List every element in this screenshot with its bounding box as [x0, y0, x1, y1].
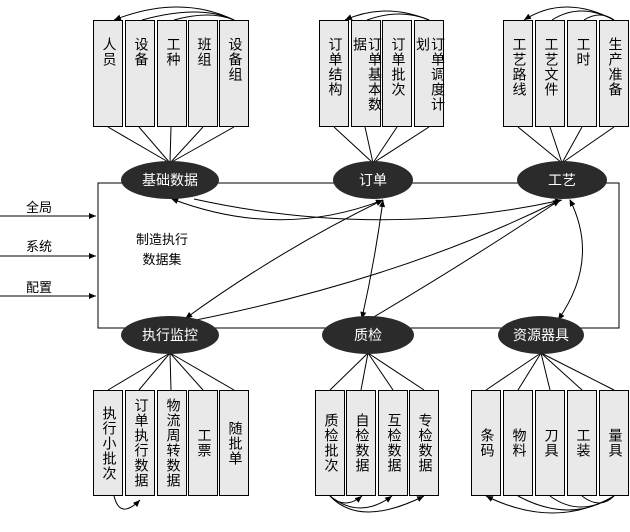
- item-label: 工艺路线: [510, 37, 527, 97]
- dataset-label: 制造执行 数据集: [136, 231, 188, 271]
- hub-resource: 资源器具: [498, 316, 584, 354]
- item-box: 订单结构: [319, 20, 349, 127]
- item-label: 质检批次: [322, 413, 339, 473]
- input-label-global: 全局: [26, 201, 53, 216]
- item-label: 物流周转数据: [164, 398, 181, 488]
- item-label: 订单基本数据: [351, 37, 382, 112]
- item-box: 互检数据: [378, 390, 408, 496]
- item-box: 质检批次: [315, 390, 345, 496]
- item-label: 订单批次: [389, 37, 406, 97]
- item-label: 人员: [100, 37, 117, 67]
- item-box: 设备: [125, 20, 155, 127]
- item-box: 设备组: [219, 20, 249, 127]
- item-label: 刀具: [542, 428, 559, 458]
- item-label: 设备: [132, 37, 149, 67]
- item-label: 生产准备: [606, 37, 623, 97]
- item-label: 工时: [574, 37, 591, 67]
- item-label: 专检数据: [416, 413, 433, 473]
- link-exec-order: [185, 199, 384, 319]
- item-box: 工装: [567, 390, 597, 496]
- hub-order: 订单: [333, 161, 413, 199]
- item-box: 随批单: [219, 390, 249, 496]
- item-box: 专检数据: [409, 390, 439, 496]
- item-box: 生产准备: [599, 20, 629, 127]
- item-box: 自检数据: [346, 390, 376, 496]
- item-box: 订单调度计划: [414, 20, 445, 127]
- item-box: 工种: [157, 20, 187, 127]
- item-label: 班组: [195, 37, 212, 67]
- item-label: 物料: [510, 428, 527, 458]
- item-box: 订单基本数据: [351, 20, 382, 127]
- item-label: 条码: [478, 428, 495, 458]
- link-craft-resource: [557, 199, 583, 321]
- item-label: 执行小批次: [100, 405, 117, 481]
- item-box: 班组: [188, 20, 218, 127]
- item-label: 工票: [195, 428, 212, 458]
- item-box: 物流周转数据: [157, 390, 187, 496]
- link-quality-craft: [371, 199, 561, 319]
- item-label: 工种: [164, 37, 181, 67]
- link-basic-order: [171, 198, 384, 221]
- hub-quality: 质检: [322, 316, 414, 354]
- item-box: 条码: [471, 390, 501, 496]
- item-box: 工艺路线: [503, 20, 533, 127]
- item-box: 刀具: [535, 390, 565, 496]
- item-box: 物料: [503, 390, 533, 496]
- item-box: 工时: [567, 20, 597, 127]
- item-box: 量具: [599, 390, 629, 496]
- input-label-system: 系统: [26, 240, 53, 255]
- hub-exec-monitor: 执行监控: [121, 316, 219, 354]
- item-label: 订单结构: [326, 37, 343, 97]
- item-box: 工艺文件: [535, 20, 565, 127]
- hub-craft: 工艺: [517, 161, 607, 199]
- item-label: 订单执行数据: [132, 398, 149, 488]
- link-quality-order: [360, 199, 386, 319]
- item-label: 设备组: [226, 37, 243, 82]
- item-box: 订单执行数据: [125, 390, 155, 496]
- item-box: 执行小批次: [93, 390, 123, 496]
- item-label: 工艺文件: [542, 37, 559, 97]
- item-label: 量具: [606, 428, 623, 458]
- input-label-config: 配置: [26, 281, 53, 296]
- link-exec-craft: [185, 199, 561, 323]
- item-box: 人员: [93, 20, 123, 127]
- item-label: 订单调度计划: [414, 37, 445, 112]
- dataset-label-line2: 数据集: [142, 253, 182, 268]
- item-box: 订单批次: [382, 20, 412, 127]
- item-box: 工票: [188, 390, 218, 496]
- dataset-label-line1: 制造执行: [136, 233, 189, 248]
- item-label: 随批单: [226, 420, 243, 466]
- hub-basic-data: 基础数据: [121, 161, 219, 199]
- item-label: 工装: [574, 428, 591, 458]
- item-label: 互检数据: [385, 413, 402, 473]
- item-label: 自检数据: [353, 413, 370, 473]
